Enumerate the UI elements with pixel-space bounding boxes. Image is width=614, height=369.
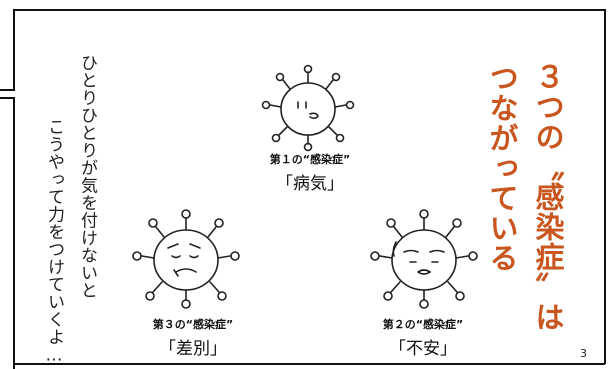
narration-line-2: こうやって力をつけていくよ… — [44, 118, 64, 366]
virus-illness-illustration — [261, 64, 355, 152]
narration-line-1: ひとりひとりが気を付けないと — [77, 54, 97, 299]
caption-third-name: 「差別」 — [159, 339, 227, 359]
caption-first-ordinal: 第１の“感染症” — [269, 153, 351, 166]
virus-anxiety-illustration — [370, 209, 478, 309]
caption-second-infection: 第２の“感染症” 「不安」 — [358, 316, 488, 359]
caption-first-infection: 第１の“感染症” 「病気」 — [245, 151, 375, 194]
caption-first-name: 「病気」 — [276, 174, 344, 194]
caption-third-infection: 第３の“感染症” 「差別」 — [128, 316, 258, 359]
caption-second-ordinal: 第２の“感染症” — [382, 318, 464, 331]
caption-third-ordinal: 第３の“感染症” — [152, 318, 234, 331]
headline-line-2: つながっている — [485, 63, 519, 273]
page-number: 3 — [580, 347, 587, 360]
headline-line-1: ３つの〝感染症〟は — [531, 62, 565, 332]
caption-second-name: 「不安」 — [389, 339, 457, 359]
virus-discrimination-illustration — [132, 209, 240, 309]
